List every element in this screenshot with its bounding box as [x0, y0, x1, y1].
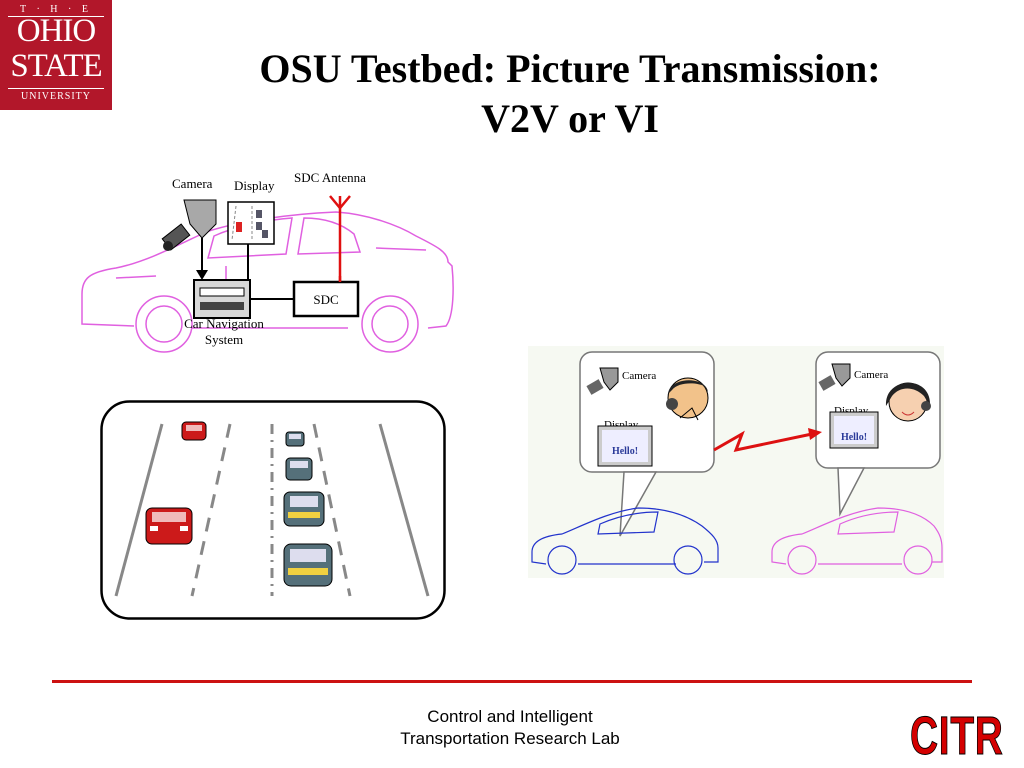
osu-logo: T · H · E OHIO STATE UNIVERSITY — [0, 0, 112, 110]
footer-text: Control and Intelligent Transportation R… — [340, 706, 680, 750]
wireless-link-arrow-icon — [713, 430, 813, 453]
left-camera-label: Camera — [622, 370, 656, 382]
left-screen-text: Hello! — [612, 446, 638, 457]
teal-car-4-icon — [283, 543, 333, 587]
man-with-headset-icon — [666, 377, 709, 421]
red-car-far-icon — [181, 421, 207, 441]
nav-label-line-1: Car Navigation — [184, 316, 264, 331]
display-icon — [227, 201, 275, 245]
road-frame — [100, 400, 446, 620]
title-line-1: OSU Testbed: Picture Transmission: — [259, 46, 881, 91]
antenna-icon — [329, 195, 351, 282]
car-equipment-diagram: Camera Display SDC Antenna SDC Car Navig… — [81, 170, 454, 353]
blue-car-icon — [531, 507, 719, 575]
right-camera-label: Camera — [854, 369, 888, 381]
slide-title: OSU Testbed: Picture Transmission: V2V o… — [140, 44, 1000, 144]
right-camera-icon — [818, 363, 851, 391]
footer-line-1: Control and Intelligent — [427, 707, 593, 726]
teal-car-1-icon — [285, 431, 305, 447]
citr-logo: CITR — [910, 706, 1004, 767]
sdc-box — [292, 280, 360, 318]
left-display-icon — [597, 425, 653, 467]
road-scene-diagram — [100, 400, 446, 620]
footer-line-2: Transportation Research Lab — [400, 729, 620, 748]
footer-divider — [52, 680, 972, 683]
camera-icon — [161, 199, 217, 251]
camera-to-nav-arrow-icon — [196, 238, 208, 280]
logo-university: UNIVERSITY — [21, 91, 91, 102]
sdc-label: SDC — [313, 292, 338, 307]
right-display-icon — [829, 411, 879, 449]
logo-rule-top — [8, 16, 104, 17]
display-label: Display — [234, 178, 275, 193]
logo-the: T · H · E — [20, 4, 92, 15]
teal-car-2-icon — [285, 457, 313, 481]
camera-label: Camera — [172, 176, 213, 191]
title-line-2: V2V or VI — [481, 96, 659, 141]
v2v-communication-diagram: Camera Display Hello! Camera Display Hel… — [528, 346, 944, 578]
pink-car-icon — [771, 507, 943, 575]
logo-rule-bottom — [8, 88, 104, 89]
right-screen-text: Hello! — [841, 432, 867, 443]
antenna-label: SDC Antenna — [294, 170, 366, 185]
teal-car-3-icon — [283, 491, 325, 527]
logo-ohio: OHIO — [16, 13, 96, 49]
logo-state: STATE — [10, 48, 102, 84]
nav-label-line-2: System — [205, 332, 243, 347]
lane-lines — [114, 423, 430, 597]
woman-with-headset-icon — [885, 382, 931, 422]
left-camera-icon — [586, 367, 619, 395]
red-car-near-icon — [145, 507, 193, 545]
car-navigation-unit-icon — [193, 279, 251, 319]
